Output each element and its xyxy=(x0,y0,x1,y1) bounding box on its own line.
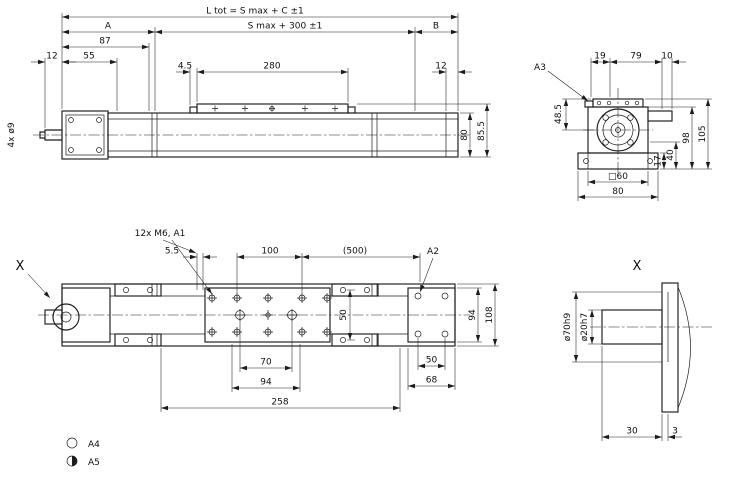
shaft-circle xyxy=(52,303,80,331)
dim-48-5: 48.5 xyxy=(554,104,564,124)
dim-94-right: 94 xyxy=(468,309,478,321)
dim-258: 258 xyxy=(271,398,288,408)
detail-view-geometry xyxy=(590,282,712,413)
dim-108: 108 xyxy=(485,306,495,323)
dim-87: 87 xyxy=(99,37,110,47)
dim-smax: S max + 300 ±1 xyxy=(248,22,323,32)
dim-79: 79 xyxy=(630,52,642,62)
dim-4x-d9: 4x ø9 xyxy=(7,122,17,147)
dim-ltot: L tot = S max + C ±1 xyxy=(206,7,304,17)
side-view-geometry xyxy=(33,103,472,160)
side-view-dimensions: L tot = S max + C ±1 A S max + 300 ±1 B … xyxy=(7,7,491,158)
dim-80: 80 xyxy=(460,129,470,141)
label-12x-m6-a1: 12x M6, A1 xyxy=(135,229,186,239)
dim-100: 100 xyxy=(261,247,278,257)
dim-50-middle: 50 xyxy=(339,309,349,321)
dim-80-foot: 80 xyxy=(612,187,624,197)
dim-12-left: 12 xyxy=(46,52,57,62)
end-view-geometry xyxy=(577,88,673,177)
output-shaft xyxy=(601,309,663,345)
dim-d70h9: ø70h9 xyxy=(563,313,573,342)
dim-55: 55 xyxy=(83,52,94,62)
side-view: L tot = S max + C ±1 A S max + 300 ±1 B … xyxy=(7,7,491,160)
mount-hole xyxy=(68,117,74,123)
legend-symbol-a5-fill xyxy=(72,456,77,466)
dim-94-bottom: 94 xyxy=(260,378,272,388)
top-view-dimensions: 12x M6, A1 5.5 100 (500) A2 X 50 94 108 … xyxy=(16,229,499,412)
dim-3: 3 xyxy=(672,427,678,437)
detail-view-x: X ø70h9 ø20h7 30 3 xyxy=(563,259,712,441)
end-view-dimensions: A3 19 79 10 48.5 98 105 40 17 □60 80 xyxy=(534,52,712,201)
dim-500: (500) xyxy=(343,247,367,257)
legend-symbol-a4-icon xyxy=(66,437,78,449)
dim-5-5: 5.5 xyxy=(165,247,179,257)
top-view: 12x M6, A1 5.5 100 (500) A2 X 50 94 108 … xyxy=(16,229,499,412)
view-arrow-x: X xyxy=(16,259,25,274)
legend-label-a5: A5 xyxy=(88,458,100,468)
dim-10: 10 xyxy=(661,52,673,62)
dim-68: 68 xyxy=(426,376,438,386)
bearing-block xyxy=(114,283,162,297)
detail-view-dimensions: X ø70h9 ø20h7 30 3 xyxy=(563,259,682,441)
dim-40: 40 xyxy=(666,149,676,161)
dim-50-endcap: 50 xyxy=(426,356,438,366)
dim-segment-b: B xyxy=(433,22,439,32)
dim-19: 19 xyxy=(594,52,606,62)
dim-280: 280 xyxy=(263,62,280,72)
dim-12-right: 12 xyxy=(435,62,446,72)
dim-17: 17 xyxy=(654,155,664,166)
dim-segment-a: A xyxy=(105,22,112,32)
dim-85-5: 85.5 xyxy=(477,121,487,141)
dim-105: 105 xyxy=(698,125,708,142)
legend: A4 A5 xyxy=(66,437,100,468)
dim-30: 30 xyxy=(626,427,638,437)
dim-square-60: □60 xyxy=(608,172,628,182)
dim-70: 70 xyxy=(260,358,272,368)
dim-d20h7: ø20h7 xyxy=(580,313,590,341)
detail-title-x: X xyxy=(633,259,642,274)
end-view: A3 19 79 10 48.5 98 105 40 17 □60 80 xyxy=(534,52,712,201)
legend-label-a4: A4 xyxy=(88,440,100,450)
label-a2: A2 xyxy=(427,247,439,257)
dim-98: 98 xyxy=(682,132,692,144)
dim-4-5: 4.5 xyxy=(178,62,192,72)
top-view-geometry xyxy=(38,283,470,347)
flange-plate xyxy=(661,282,679,413)
label-a3: A3 xyxy=(534,63,546,73)
